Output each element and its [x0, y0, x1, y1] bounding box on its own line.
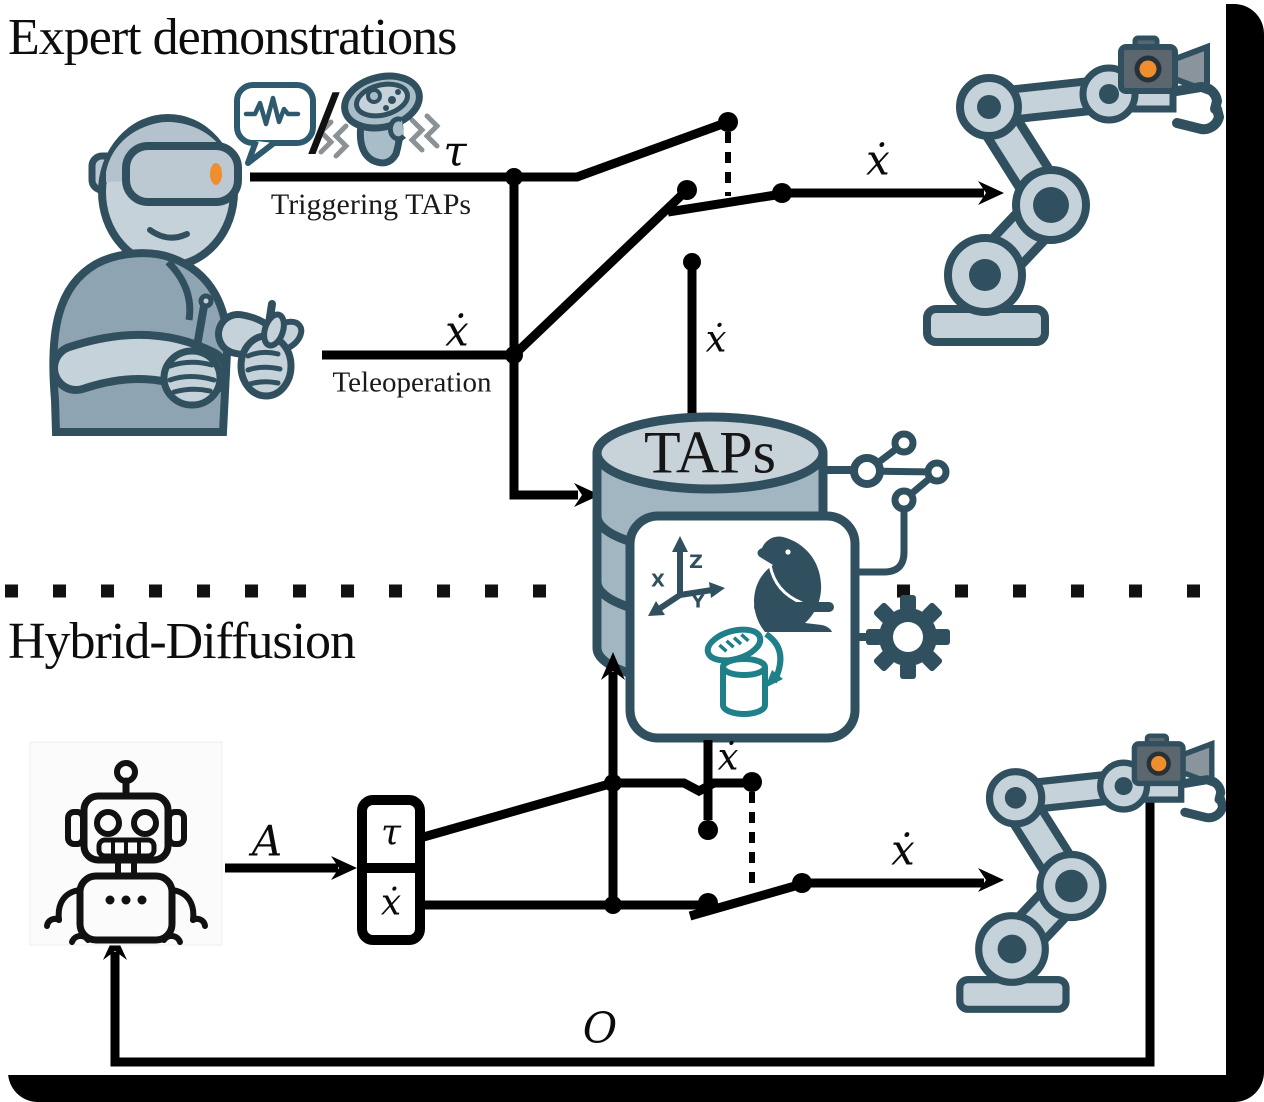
arrow-O-into-policy: [103, 934, 127, 960]
observation-label: O: [582, 1003, 618, 1053]
figure-card: Expert demonstrations Hybrid-Diffusion /…: [5, 0, 1226, 1067]
share-network-icon: [823, 430, 950, 576]
frame-axes-icon: [648, 536, 725, 616]
bottom-robot-input-label: ẋ: [891, 825, 915, 875]
arrow-to-bottom-robot: [978, 868, 1004, 892]
action-box: [357, 795, 425, 945]
policy-robot-icon: [29, 741, 223, 946]
arrow-A: [331, 856, 357, 880]
arrow-to-top-robot: [978, 181, 1004, 205]
top-robot-input-label: ẋ: [866, 135, 890, 185]
db-record-xdot-label: ẋ: [705, 317, 727, 361]
gear-icon: [855, 595, 950, 679]
axis-x-label: X: [651, 570, 665, 592]
container-stirring-icon: [704, 626, 784, 717]
arrow-up-into-taps: [601, 652, 625, 680]
falcon-icon: [754, 536, 834, 632]
axis-y-label: Y: [691, 591, 705, 613]
teleoperation-caption: Teleoperation: [332, 366, 492, 399]
robot-arm-bottom: [960, 736, 1223, 1010]
teleop-xdot-label: ẋ: [445, 306, 469, 356]
expert-section-title: Expert demonstrations: [8, 9, 457, 66]
action-box-tau-cell: τ: [381, 812, 401, 854]
vr-controller-vibrating-icon: [317, 72, 441, 167]
action-box-xdot-cell: ẋ: [380, 882, 402, 924]
modality-separator: /: [309, 71, 339, 173]
triggering-caption: Triggering TAPs: [270, 188, 472, 221]
diagram-canvas: [5, 0, 1226, 1067]
speech-waveform-bubble-icon: [234, 82, 316, 166]
action-label: A: [251, 816, 283, 866]
hybrid-wiring-nodes: [103, 772, 1004, 960]
taps-skills-callout: [625, 511, 860, 743]
tau-signal-label: τ: [443, 126, 467, 176]
expert-wiring: [250, 117, 984, 500]
vr-user: [49, 114, 305, 436]
db-output-xdot-label: ẋ: [717, 735, 739, 779]
hybrid-section-title: Hybrid-Diffusion: [8, 613, 356, 670]
arrow-into-taps: [574, 483, 600, 507]
expert-wiring-nodes: [505, 112, 1004, 507]
axis-z-label: Z: [689, 551, 703, 573]
taps-db-title: TAPs: [644, 419, 776, 486]
taps-output-line: [698, 740, 718, 840]
